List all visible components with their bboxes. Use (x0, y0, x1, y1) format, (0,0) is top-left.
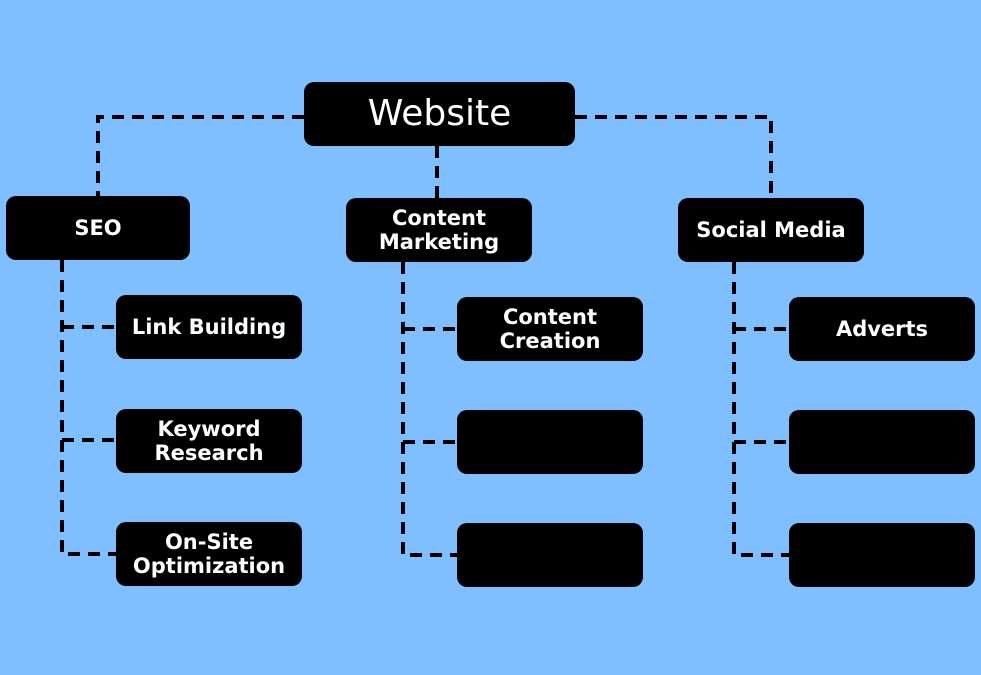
connector-sm-trunk (732, 262, 789, 557)
node-social-media-empty-1 (789, 410, 975, 474)
node-content-creation: Content Creation (457, 297, 643, 361)
node-website-label: Website (367, 93, 512, 134)
node-website: Website (304, 82, 575, 146)
node-link-building: Link Building (116, 295, 302, 359)
node-adverts-label: Adverts (835, 317, 929, 341)
node-content-marketing-empty-1 (457, 410, 643, 474)
node-seo: SEO (6, 196, 190, 260)
node-on-site-optimization: On-Site Optimization (116, 522, 302, 586)
node-content-creation-label: Content Creation (499, 305, 601, 353)
node-adverts: Adverts (789, 297, 975, 361)
connector-cm-trunk (401, 262, 457, 557)
node-social-media: Social Media (678, 198, 864, 262)
node-link-building-label: Link Building (131, 315, 287, 339)
node-keyword-research-label: Keyword Research (154, 417, 264, 465)
node-keyword-research: Keyword Research (116, 409, 302, 473)
node-content-marketing-empty-2 (457, 523, 643, 587)
node-content-marketing: Content Marketing (346, 198, 532, 262)
node-on-site-optimization-label: On-Site Optimization (132, 530, 286, 578)
node-content-marketing-label: Content Marketing (378, 206, 500, 254)
node-social-media-label: Social Media (696, 218, 846, 242)
node-seo-label: SEO (74, 216, 122, 240)
connector-root-social-media (575, 115, 773, 198)
connector-seo-trunk (60, 260, 116, 556)
connector-root-seo (96, 115, 304, 196)
node-social-media-empty-2 (789, 523, 975, 587)
